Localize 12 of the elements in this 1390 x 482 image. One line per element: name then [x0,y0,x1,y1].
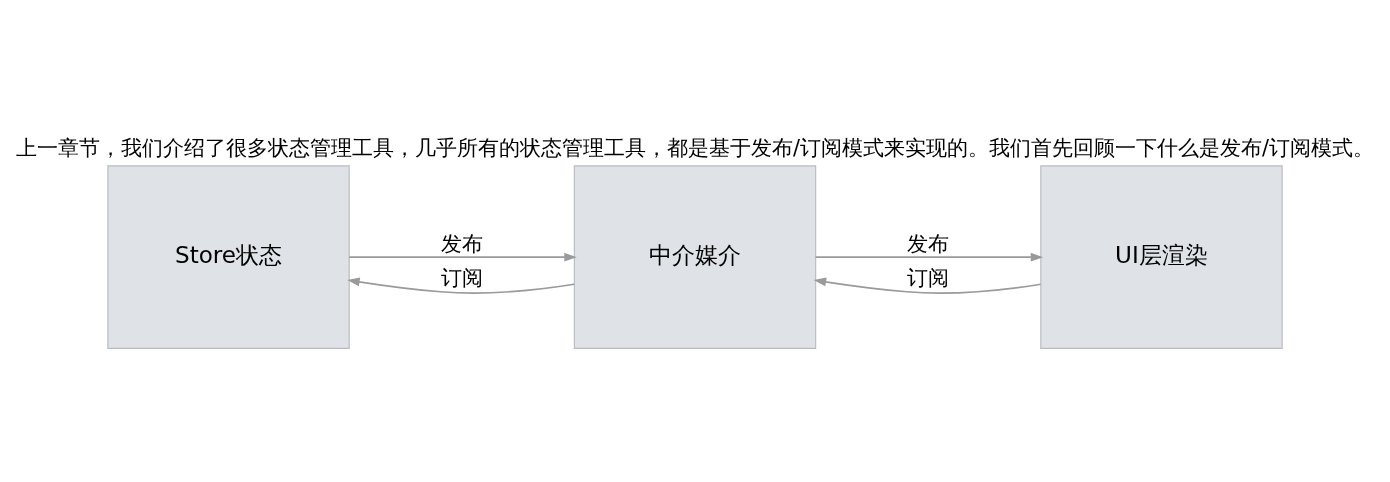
arrow [348,252,577,262]
edge-label: 订阅 [440,266,483,291]
node-box: Store状态 [107,165,350,349]
node-box: 中介媒介 [573,165,817,349]
arrow [814,252,1044,262]
edge-label: 订阅 [907,266,950,291]
edge-label: 发布 [440,231,483,256]
node-box: UI层渲染 [1040,165,1283,349]
edge-label: 发布 [907,231,950,256]
diagram-title: 上一章节，我们介绍了很多状态管理工具，几乎所有的状态管理工具，都是基于发布/订阅模式来实现的。我们首先回顾一下什么是发布/订阅模式。 [16,135,1374,160]
arrow [347,277,576,294]
arrow [813,277,1042,294]
